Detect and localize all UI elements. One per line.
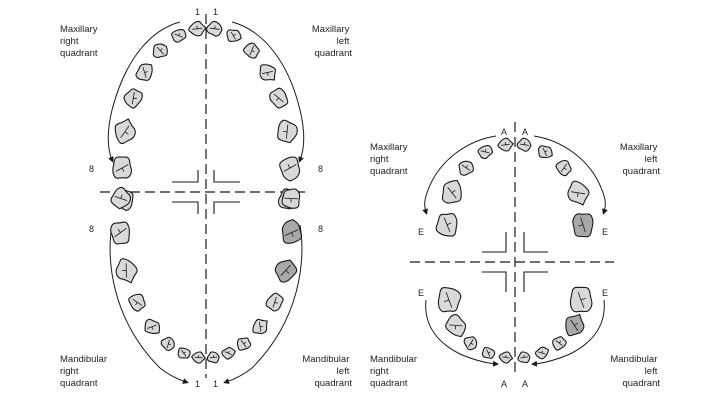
perm-upper-tooth xyxy=(226,29,242,42)
perm-upper-tooth xyxy=(243,42,260,59)
prim-letter-upper-right-end: E xyxy=(418,227,424,237)
perm-lower-tooth xyxy=(252,318,268,335)
perm-num-upper-left-end: 8 xyxy=(318,164,323,174)
permanent-quadrant-cross xyxy=(172,170,240,214)
perm-mand-left-label: Mandibular left quadrant xyxy=(302,354,352,389)
arrow-mand-right xyxy=(109,224,189,384)
arrow-mand-left xyxy=(223,224,303,384)
prim-mand-left-label: Mandibular left quadrant xyxy=(610,354,660,389)
perm-num-lower-right-end: 8 xyxy=(89,224,94,234)
perm-upper-tooth xyxy=(206,20,223,37)
prim-max-left-label: Maxillary left quadrant xyxy=(620,142,660,177)
permanent-teeth xyxy=(110,20,303,364)
prim-upper-tooth xyxy=(477,144,493,160)
arrow-prim-max-left xyxy=(533,135,608,215)
prim-lower-tooth xyxy=(463,336,478,351)
perm-upper-tooth xyxy=(123,88,143,109)
prim-lower-tooth xyxy=(437,287,462,313)
perm-mand-right-label: Mandibular right quadrant xyxy=(60,354,110,389)
perm-upper-tooth xyxy=(269,87,289,109)
prim-letter-bottom-left: A xyxy=(522,379,528,389)
perm-upper-tooth xyxy=(188,20,207,37)
perm-upper-tooth xyxy=(112,156,133,179)
perm-upper-tooth xyxy=(114,118,136,145)
prim-lower-tooth xyxy=(565,313,585,337)
prim-lower-tooth xyxy=(552,336,567,351)
prim-upper-tooth xyxy=(538,145,553,159)
perm-num-bottom-left: 1 xyxy=(213,379,218,389)
perm-lower-tooth xyxy=(110,221,130,245)
prim-letter-lower-right-end: E xyxy=(418,288,424,298)
perm-lower-tooth xyxy=(206,351,220,364)
perm-upper-tooth xyxy=(135,63,153,81)
perm-upper-tooth xyxy=(152,43,168,59)
prim-letter-bottom-right: A xyxy=(501,379,507,389)
prim-max-right-label: Maxillary right quadrant xyxy=(370,142,410,177)
prim-lower-tooth xyxy=(498,351,514,364)
prim-lower-tooth xyxy=(445,314,467,338)
prim-upper-tooth xyxy=(567,180,590,206)
primary-teeth xyxy=(435,137,594,364)
prim-lower-tooth xyxy=(481,346,496,359)
perm-num-lower-left-end: 8 xyxy=(318,224,323,234)
prim-upper-tooth xyxy=(555,159,572,177)
perm-lower-tooth xyxy=(281,188,301,209)
prim-lower-tooth xyxy=(569,286,593,313)
perm-lower-tooth xyxy=(115,258,138,284)
prim-upper-tooth xyxy=(458,160,474,176)
perm-lower-tooth xyxy=(281,219,303,244)
perm-lower-tooth xyxy=(160,336,175,352)
perm-lower-tooth xyxy=(191,351,207,364)
primary-dentition: Maxillary right quadrant Maxillary left … xyxy=(370,122,660,389)
primary-quadrant-cross xyxy=(482,232,548,292)
perm-num-top-left: 1 xyxy=(213,7,218,17)
perm-upper-tooth xyxy=(259,64,276,81)
perm-upper-tooth xyxy=(279,156,301,182)
perm-lower-tooth xyxy=(128,293,146,312)
arrow-prim-max-right xyxy=(422,135,497,215)
perm-max-right-label: Maxillary right quadrant xyxy=(60,24,100,59)
prim-letter-top-right: A xyxy=(501,127,507,137)
arrow-prim-mand-left xyxy=(531,299,605,367)
perm-lower-tooth xyxy=(265,292,284,312)
prim-letter-lower-left-end: E xyxy=(602,288,608,298)
arrow-max-right xyxy=(107,21,181,163)
perm-lower-tooth xyxy=(274,259,298,283)
perm-num-upper-right-end: 8 xyxy=(89,164,94,174)
prim-upper-tooth xyxy=(516,137,532,152)
perm-lower-tooth xyxy=(144,318,161,335)
prim-letter-upper-left-end: E xyxy=(602,227,608,237)
arrow-prim-mand-right xyxy=(425,299,499,367)
perm-upper-tooth xyxy=(277,119,298,144)
perm-num-bottom-right: 1 xyxy=(195,379,200,389)
perm-lower-tooth xyxy=(177,347,191,359)
perm-upper-tooth xyxy=(171,29,187,43)
permanent-dentition: Maxillary right quadrant Maxillary left … xyxy=(60,7,352,389)
prim-upper-tooth xyxy=(497,137,515,152)
perm-lower-tooth xyxy=(236,337,252,351)
prim-mand-right-label: Mandibular right quadrant xyxy=(370,354,420,389)
prim-upper-tooth xyxy=(441,179,462,204)
prim-lower-tooth xyxy=(534,346,550,360)
perm-num-top-right: 1 xyxy=(195,7,200,17)
arrow-max-left xyxy=(231,21,305,163)
perm-lower-tooth xyxy=(110,186,132,210)
prim-lower-tooth xyxy=(517,351,531,364)
prim-letter-top-left: A xyxy=(522,127,528,137)
prim-upper-tooth xyxy=(435,213,458,237)
perm-lower-tooth xyxy=(221,347,236,360)
prim-upper-tooth xyxy=(572,213,594,238)
perm-max-left-label: Maxillary left quadrant xyxy=(312,24,352,59)
